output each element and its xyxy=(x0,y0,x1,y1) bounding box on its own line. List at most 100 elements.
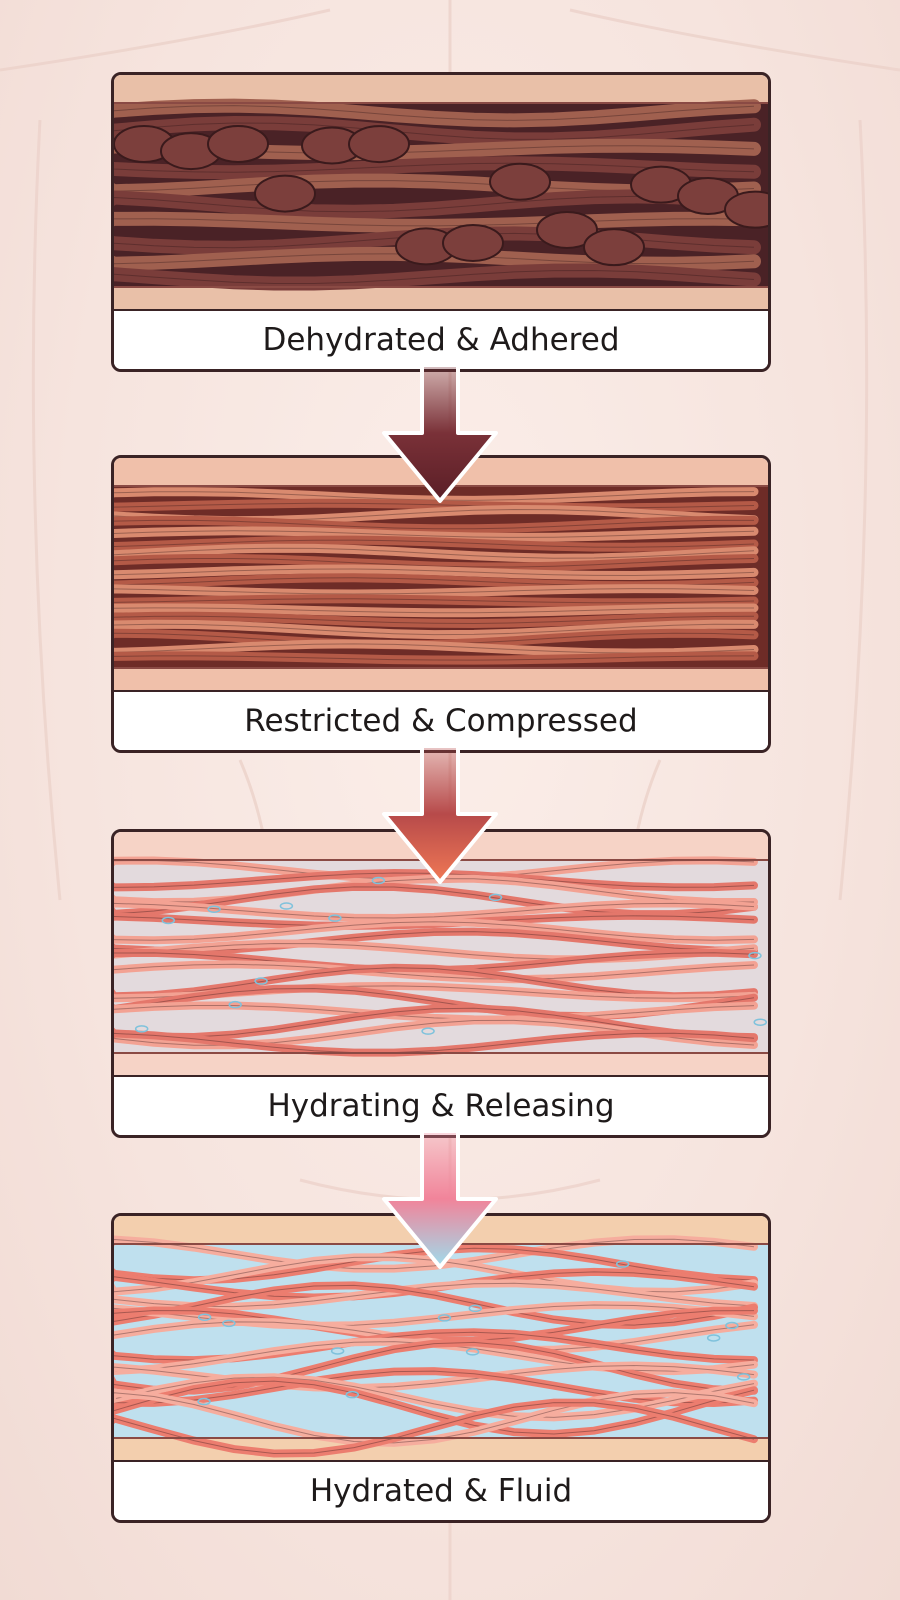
fiber-outline xyxy=(114,568,755,577)
fluid-droplet xyxy=(753,1018,767,1026)
fiber-strand xyxy=(114,1388,758,1447)
fiber-outline xyxy=(114,519,754,530)
fiber-outline xyxy=(114,547,755,559)
fiber-outline xyxy=(114,921,755,941)
fiber-outline xyxy=(114,1238,755,1270)
fluid-droplet xyxy=(736,1373,751,1381)
fiber-outline xyxy=(114,530,755,538)
fiber-strand xyxy=(114,1361,758,1393)
fiber-strand xyxy=(114,594,759,608)
fiber-outline xyxy=(114,162,755,173)
fiber-strand xyxy=(114,619,759,640)
fluid-droplet xyxy=(328,914,342,922)
fiber-outline xyxy=(114,902,755,919)
arrow-shape xyxy=(382,1131,498,1269)
stage-panel-hydrated: Hydrated & Fluid xyxy=(111,1213,771,1523)
fiber-outline xyxy=(114,558,755,568)
fluid-droplet xyxy=(207,905,221,913)
fluid-droplet xyxy=(748,951,762,960)
stage-label: Hydrated & Fluid xyxy=(114,1460,768,1520)
stage-label: Dehydrated & Adhered xyxy=(114,309,768,369)
fluid-droplet xyxy=(345,1390,360,1399)
fiber-outline xyxy=(114,607,754,614)
fiber-strand xyxy=(114,98,761,128)
fiber-strand xyxy=(114,651,759,665)
fiber-outline xyxy=(114,269,755,284)
fiber-outline xyxy=(114,122,755,140)
down-arrow-icon xyxy=(382,365,498,503)
fluid-droplet xyxy=(421,1027,435,1035)
fiber-outline xyxy=(114,872,755,888)
fiber-strand xyxy=(114,917,758,945)
fluid-droplet xyxy=(134,1025,149,1033)
fluid-droplet xyxy=(488,893,503,902)
fiber-strand xyxy=(114,603,759,618)
fluid-droplet xyxy=(330,1347,345,1355)
fluid-droplet xyxy=(706,1334,721,1342)
fiber-outline xyxy=(114,491,755,501)
fluid-droplet xyxy=(197,1313,212,1321)
fiber-strand xyxy=(114,263,761,291)
stage-label: Hydrating & Releasing xyxy=(114,1075,768,1135)
fiber-outline xyxy=(114,1392,755,1444)
arrow-shape xyxy=(382,365,498,503)
adhesion-clump xyxy=(724,190,768,229)
fluid-droplet xyxy=(468,1304,483,1313)
adhesion-clump xyxy=(489,162,551,201)
stage-panel-restricted: Restricted & Compressed xyxy=(111,455,771,753)
fiber-outline xyxy=(114,963,755,980)
fiber-outline xyxy=(114,655,755,661)
down-arrow-icon xyxy=(382,1131,498,1269)
fiber-outline xyxy=(114,615,755,625)
fiber-strand xyxy=(114,535,759,552)
fluid-droplet xyxy=(222,1319,236,1328)
fiber-strand xyxy=(114,1377,758,1439)
fiber-strand xyxy=(114,526,759,542)
fluid-droplet xyxy=(197,1397,211,1406)
adhesion-clump xyxy=(583,228,645,267)
fiber-outline xyxy=(114,1380,755,1435)
arrow-shape xyxy=(382,746,498,884)
fiber-outline xyxy=(114,878,754,903)
fiber-outline xyxy=(114,502,755,509)
fiber-strand xyxy=(114,1001,758,1024)
fiber-outline xyxy=(114,588,755,595)
fiber-strand xyxy=(114,554,759,572)
fiber-strand xyxy=(114,1029,758,1057)
fascia-illustration xyxy=(114,1216,768,1462)
adhesion-clump xyxy=(536,210,598,249)
fiber-strand xyxy=(114,899,758,923)
fluid-droplet xyxy=(279,902,294,910)
fluid-droplet xyxy=(437,1314,452,1322)
fiber-strand xyxy=(114,960,758,984)
fascia-illustration xyxy=(114,458,768,692)
fluid-droplet xyxy=(615,1260,630,1268)
fiber-outline xyxy=(114,623,755,636)
fiber-strand xyxy=(114,543,759,563)
fascia-illustration xyxy=(114,75,768,311)
fiber-strand xyxy=(114,498,759,513)
fiber-outline xyxy=(114,105,755,121)
fiber-strand xyxy=(114,564,759,581)
adhesion-clump xyxy=(348,125,410,164)
fiber-strand xyxy=(114,211,761,233)
fluid-droplet xyxy=(371,876,386,885)
fiber-outline xyxy=(114,598,755,604)
fiber-outline xyxy=(114,1005,755,1021)
stage-label: Restricted & Compressed xyxy=(114,690,768,750)
fiber-outline xyxy=(114,1032,755,1054)
fiber-strand xyxy=(114,487,759,505)
down-arrow-icon xyxy=(382,746,498,884)
stage-panel-dehydrated: Dehydrated & Adhered xyxy=(111,72,771,372)
fluid-droplet xyxy=(725,1321,739,1330)
fiber-strand xyxy=(114,156,761,180)
fluid-droplet xyxy=(254,977,268,985)
adhesion-clump xyxy=(442,223,504,262)
fiber-strand xyxy=(114,1300,758,1330)
fiber-outline xyxy=(114,1331,755,1361)
fiber-strand xyxy=(114,1235,758,1273)
fluid-droplet xyxy=(465,1348,480,1356)
fiber-strand xyxy=(114,584,759,599)
fiber-strand xyxy=(114,868,758,892)
fiber-outline xyxy=(114,539,755,548)
